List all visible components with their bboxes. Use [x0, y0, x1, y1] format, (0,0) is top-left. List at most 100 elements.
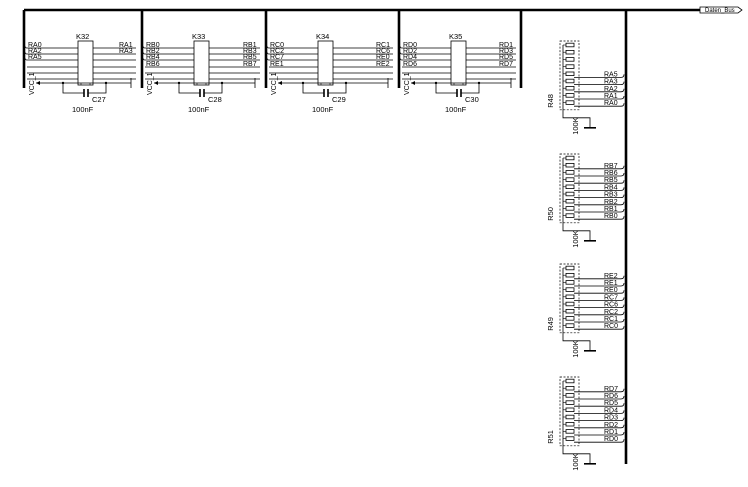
resistor-element	[565, 316, 575, 321]
switch-left-net-label: RD6	[403, 61, 417, 68]
bus-entry-left	[399, 45, 403, 49]
switch-left-net-label: RB6	[146, 61, 160, 68]
cap-wire-right	[461, 83, 480, 94]
resistor-element	[565, 308, 575, 314]
resistor-array-ref: R50	[546, 207, 555, 221]
switch-right-net-label: RD3	[499, 48, 513, 55]
resistor-net-label: RD0	[604, 436, 618, 443]
body-stubs	[80, 83, 91, 85]
resistor-net-label: RD7	[604, 386, 618, 393]
bus-entry-left	[142, 51, 146, 55]
cap-wire-right	[204, 83, 223, 94]
resistor-element	[565, 294, 575, 299]
cap-value: 100nF	[72, 105, 94, 114]
resistor-net-label: RA1	[604, 93, 618, 100]
resistor-element	[565, 213, 575, 218]
resistor-net-label: RA0	[604, 100, 618, 107]
resistor-net-label: RD6	[604, 393, 618, 400]
resistor-net-label: RE0	[604, 287, 618, 294]
switch-left-net-label: RD0	[403, 42, 417, 49]
bus-port-label: Daten_Bus	[705, 8, 735, 14]
cap-value: 100nF	[312, 105, 334, 114]
vcc-arrow	[36, 81, 40, 85]
resistor-array-value: 100K	[571, 117, 580, 135]
bus-entry-left	[142, 57, 146, 61]
resistor-net-label: RD5	[604, 400, 618, 407]
resistor-net-wire	[574, 439, 625, 443]
resistor-element	[565, 385, 575, 391]
resistor-element	[565, 265, 575, 271]
resistor-element	[565, 191, 575, 197]
bus-entry-left	[266, 57, 270, 61]
resistor-element	[565, 414, 575, 420]
bus-entry-left	[142, 45, 146, 49]
resistor-net-wire	[574, 318, 625, 323]
bus-entry-left	[399, 57, 403, 61]
resistor-net-wire	[574, 88, 625, 93]
cap-ref: C27	[92, 95, 106, 104]
resistor-array-ref: R48	[546, 94, 555, 108]
resistor-element	[565, 378, 575, 384]
resistor-net-wire	[574, 311, 625, 316]
resistor-element	[565, 57, 575, 62]
junction-dot	[220, 81, 224, 85]
switch-left-net-label: RE1	[270, 61, 284, 68]
resistor-net-wire	[574, 103, 625, 107]
dip-switch-body	[77, 40, 94, 86]
cap-wire-right	[88, 83, 107, 94]
resistor-array-value: 100K	[571, 230, 580, 248]
resistor-net-wire	[574, 297, 625, 301]
resistor-net-wire	[574, 326, 625, 330]
resistor-net-wire	[574, 74, 625, 78]
resistor-net-label: RB4	[604, 184, 618, 191]
resistor-net-wire	[574, 410, 625, 414]
dip-switch-ref: K32	[76, 32, 89, 41]
switch-right-net-label: RB3	[243, 48, 257, 55]
resistor-array-value: 100K	[571, 340, 580, 358]
bus-port: Daten_Bus	[699, 6, 743, 14]
resistor-net-label: RB0	[604, 213, 618, 220]
capacitor-plates	[456, 89, 462, 97]
dip-switch-ref: K33	[192, 32, 205, 41]
switch-right-net-label: RD7	[499, 61, 513, 68]
dip-switch-body	[317, 40, 334, 86]
resistor-element	[565, 64, 575, 69]
resistor-element	[565, 393, 575, 398]
cap-wire-right	[328, 83, 347, 94]
switch-left-net-label: RD2	[403, 48, 417, 55]
resistor-net-wire	[574, 165, 625, 170]
resistor-element	[565, 323, 575, 328]
resistor-net-label: RC2	[604, 309, 618, 316]
capacitor-plates	[323, 89, 329, 97]
capacitor-plates	[83, 89, 89, 97]
cap-wire-left	[435, 83, 457, 94]
resistor-array-group: RA5RA3RA2RA1RA0R48100KRB7RB6RB5RB4RB3RB2…	[546, 40, 625, 471]
resistor-net-wire	[574, 95, 625, 100]
resistor-element	[565, 162, 575, 168]
switch-left-net-label: RC2	[270, 48, 284, 55]
dip-switch-body	[450, 40, 467, 86]
vcc-label: VCC_1	[29, 72, 36, 95]
switch-left-net-label: RC0	[270, 42, 284, 49]
resistor-net-wire	[574, 208, 625, 213]
resistor-net-label: RD2	[604, 422, 618, 429]
resistor-net-label: RA3	[604, 79, 618, 86]
resistor-element	[565, 71, 575, 76]
resistor-common-wire	[562, 45, 591, 128]
resistor-net-wire	[574, 424, 625, 429]
resistor-array-value: 100K	[571, 453, 580, 471]
switch-right-net-label: RB7	[243, 61, 257, 68]
resistor-net-label: RB5	[604, 177, 618, 184]
junction-dot	[61, 81, 65, 85]
resistor-net-label: RC1	[604, 316, 618, 323]
switch-left-net-label: RB0	[146, 42, 160, 49]
resistor-element	[565, 421, 575, 427]
resistor-net-wire	[574, 431, 625, 436]
resistor-net-label: RB2	[604, 199, 618, 206]
resistor-element	[565, 50, 575, 55]
resistor-array-outline	[559, 376, 580, 447]
resistor-array-outline	[559, 40, 580, 111]
